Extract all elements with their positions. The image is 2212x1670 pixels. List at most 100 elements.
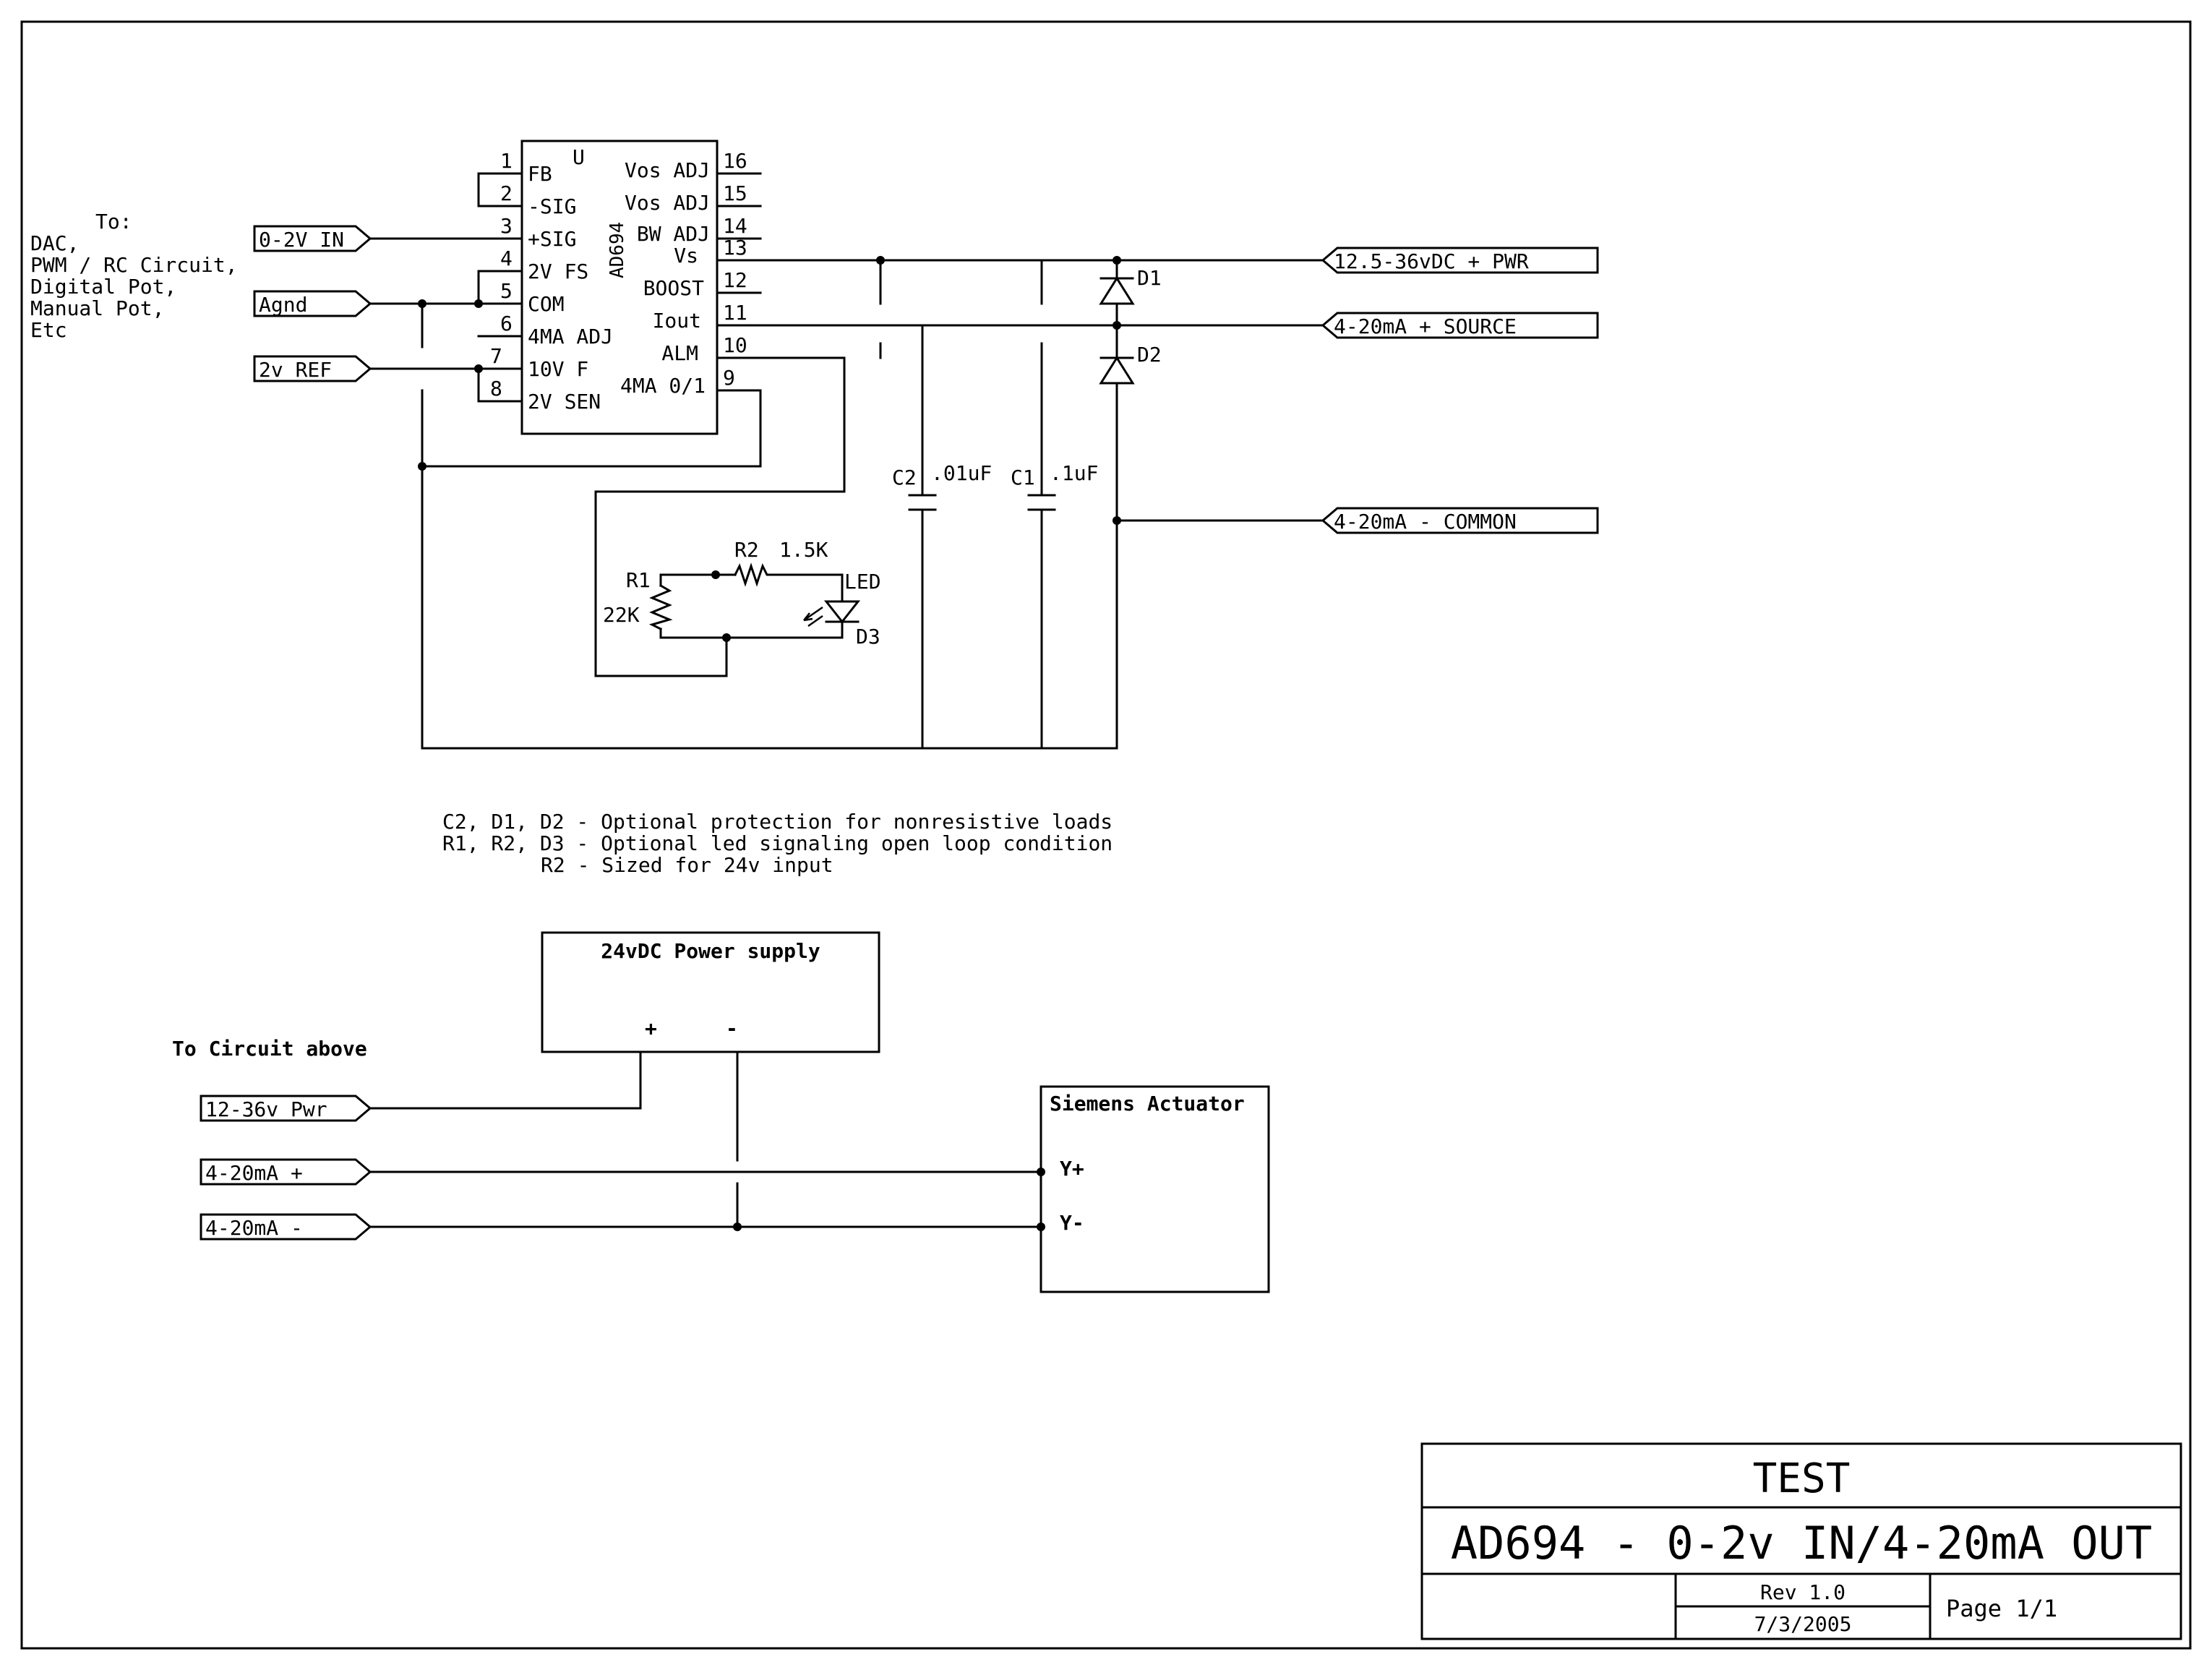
pin-8-name: 2V SEN xyxy=(528,390,601,414)
to-note-line: PWM / RC Circuit, xyxy=(30,253,238,277)
to-note-line: DAC, xyxy=(30,231,79,255)
pin-5-number: 5 xyxy=(500,279,513,303)
led-d3-body xyxy=(823,600,861,624)
port-agnd-label: Agnd xyxy=(259,293,307,317)
junction-dot xyxy=(1113,321,1121,330)
resistor-r2-ref: R2 xyxy=(734,538,759,562)
junction-dot xyxy=(418,462,426,471)
power-supply-box[interactable]: 24vDC Power supply + - xyxy=(541,931,880,1053)
junction-dot xyxy=(1113,516,1121,525)
pin-3-number: 3 xyxy=(500,214,513,238)
power-supply-title: 24vDC Power supply xyxy=(601,939,820,963)
junction-dot xyxy=(418,299,426,308)
pin-4-number: 4 xyxy=(500,247,513,270)
port-pwr[interactable]: 12.5-36vDC + PWR xyxy=(1321,247,1599,274)
right-wiring xyxy=(594,259,1324,750)
port-0-2v-in-shape xyxy=(253,225,372,252)
pin-9-name: 4MA 0/1 xyxy=(620,374,706,398)
capacitor-c1[interactable]: C1 .1uF xyxy=(1011,461,1098,511)
pin-6-name: 4MA ADJ xyxy=(528,325,613,348)
drawing-title: TEST xyxy=(1753,1455,1851,1502)
ic-ad694[interactable]: U AD694 1 2 3 4 5 6 7 8 FB -SIG +SIG 2V … xyxy=(477,140,762,435)
pin-11-number: 11 xyxy=(723,301,747,325)
port-0-2v-in[interactable]: 0-2V IN xyxy=(253,225,372,252)
led-d3-label: LED xyxy=(844,570,881,594)
port-2v-ref[interactable]: 2v REF xyxy=(253,355,372,382)
capacitor-c2[interactable]: C2 .01uF xyxy=(892,461,992,511)
diode-d2[interactable]: D2 xyxy=(1099,343,1162,385)
pin-1-name: FB xyxy=(528,162,552,186)
junction-dot xyxy=(1113,256,1121,265)
pin-15-name: Vos ADJ xyxy=(625,191,710,215)
port-lower-pwr[interactable]: 12-36v Pwr xyxy=(200,1095,372,1122)
port-lower-plus-shape xyxy=(200,1158,372,1186)
resistor-r1-ref: R1 xyxy=(626,568,651,592)
port-lower-plus[interactable]: 4-20mA + xyxy=(200,1158,372,1186)
port-lower-minus-shape xyxy=(200,1213,372,1241)
junction-dot xyxy=(733,1222,742,1231)
to-note-line: Etc xyxy=(30,318,67,342)
sheet-border xyxy=(20,20,2192,1650)
title-block-frame xyxy=(1420,1442,2182,1640)
lower-wiring xyxy=(369,1050,1042,1228)
port-common-shape xyxy=(1321,507,1599,534)
port-2v-ref-label: 2v REF xyxy=(259,358,332,382)
led-d3-arrows xyxy=(803,606,823,628)
to-note-line: Digital Pot, xyxy=(30,275,176,299)
actuator-body xyxy=(1039,1085,1270,1293)
resistor-r1-value: 22K xyxy=(603,603,640,627)
port-lower-plus-label: 4-20mA + xyxy=(205,1161,303,1185)
led-d3[interactable]: LED D3 xyxy=(803,570,881,648)
pin-3-name: +SIG xyxy=(528,227,576,251)
pin-2-number: 2 xyxy=(500,181,513,205)
ic-left-pin-stubs xyxy=(477,172,523,403)
actuator-yminus: Y- xyxy=(1060,1211,1084,1235)
port-agnd[interactable]: Agnd xyxy=(253,290,372,317)
pin-7-number: 7 xyxy=(490,344,502,368)
port-lower-minus[interactable]: 4-20mA - xyxy=(200,1213,372,1241)
siemens-actuator-box[interactable]: Siemens Actuator Y+ Y- xyxy=(1039,1085,1270,1293)
capacitor-c2-ref: C2 xyxy=(892,466,917,489)
port-lower-pwr-label: 12-36v Pwr xyxy=(205,1097,327,1121)
capacitor-c2-value: .01uF xyxy=(931,461,992,485)
to-note-line: Manual Pot, xyxy=(30,296,164,320)
capacitor-c1-plates xyxy=(1027,494,1056,511)
actuator-title: Siemens Actuator xyxy=(1050,1092,1245,1116)
capacitor-c1-value: .1uF xyxy=(1050,461,1098,485)
note-line: R2 - Sized for 24v input xyxy=(541,853,833,877)
to-note: To: DAC, PWM / RC Circuit, Digital Pot, … xyxy=(30,210,238,342)
power-supply-body xyxy=(541,931,880,1053)
design-notes: C2, D1, D2 - Optional protection for non… xyxy=(442,810,1113,877)
pin-10-name: ALM xyxy=(661,341,698,365)
port-0-2v-in-label: 0-2V IN xyxy=(259,228,344,252)
pin-13-name: Vs xyxy=(674,244,698,267)
pin-12-name: BOOST xyxy=(643,276,704,300)
port-source-label: 4-20mA + SOURCE xyxy=(1334,314,1517,338)
pin-8-number: 8 xyxy=(490,377,502,401)
port-source[interactable]: 4-20mA + SOURCE xyxy=(1321,312,1599,339)
pin-7-name: 10V F xyxy=(528,357,588,381)
port-common-label: 4-20mA - COMMON xyxy=(1334,510,1517,534)
pin-16-name: Vos ADJ xyxy=(625,158,710,182)
junction-dot xyxy=(722,633,731,642)
resistor-r2[interactable]: R2 1.5K xyxy=(714,538,828,587)
led-d3-ref: D3 xyxy=(856,625,880,648)
diode-d1[interactable]: D1 xyxy=(1099,266,1162,305)
port-agnd-shape xyxy=(253,290,372,317)
resistor-r1[interactable]: R1 22K xyxy=(603,568,673,631)
pin-13-number: 13 xyxy=(723,236,747,260)
port-pwr-shape xyxy=(1321,247,1599,274)
port-lower-pwr-shape xyxy=(200,1095,372,1122)
ic-body xyxy=(520,140,719,435)
diode-d2-body xyxy=(1099,356,1135,385)
diode-d2-ref: D2 xyxy=(1137,343,1162,367)
pin-11-name: Iout xyxy=(653,309,701,333)
port-common[interactable]: 4-20mA - COMMON xyxy=(1321,507,1599,534)
resistor-r2-value: 1.5K xyxy=(779,538,828,562)
pin-6-number: 6 xyxy=(500,312,513,335)
ic-part: AD694 xyxy=(606,222,628,278)
pin-2-name: -SIG xyxy=(528,194,576,218)
to-note-heading: To: xyxy=(95,210,132,234)
title-block: TEST AD694 - 0-2v IN/4-20mA OUT Rev 1.0 … xyxy=(1420,1442,2182,1640)
